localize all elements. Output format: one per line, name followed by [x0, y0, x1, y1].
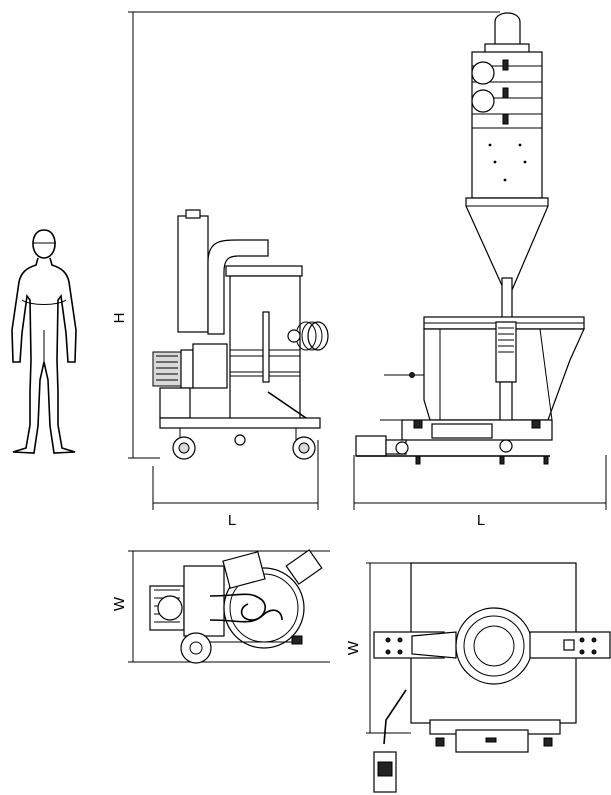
width-label-top-left: W: [111, 596, 128, 611]
height-label: H: [111, 313, 128, 324]
length-label-side: L: [228, 512, 236, 529]
side-view-machine: [152, 209, 329, 460]
human-scale-figure: [11, 229, 77, 454]
top-view-right-machine: [373, 562, 611, 793]
front-view-machine: [355, 316, 585, 465]
dimension-lines: [128, 11, 607, 734]
cyclone-tower: [465, 12, 549, 329]
width-label-top-right: W: [345, 640, 362, 655]
top-view-left-machine: [149, 549, 323, 664]
length-label-front: L: [477, 512, 485, 529]
